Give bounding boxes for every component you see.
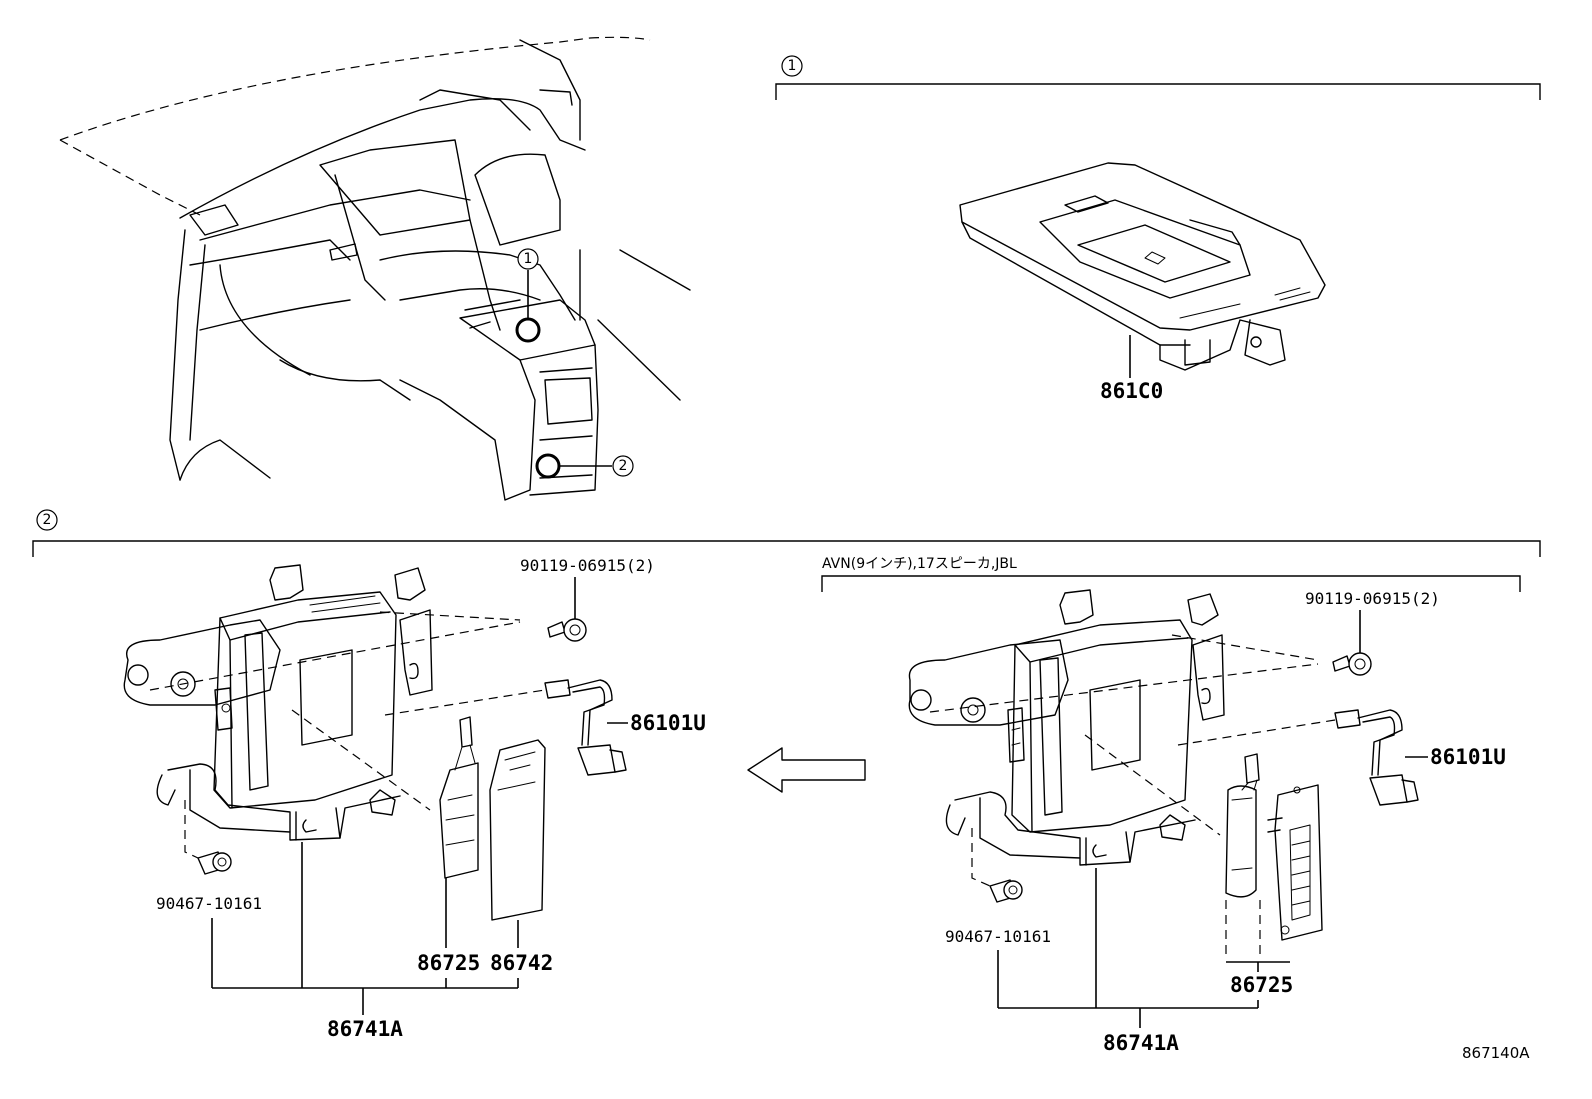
part-label-assy-left: 86741A — [327, 1017, 403, 1041]
right-amplifier-assembly — [908, 589, 1336, 887]
part-label-cover-left: 86742 — [490, 951, 553, 975]
clip-left: 90467-10161 — [156, 851, 262, 913]
assembly-tree-left: 86741A — [211, 842, 519, 1041]
antenna-86725-left: 86725 — [417, 716, 480, 975]
part-label-clip-left: 90467-10161 — [156, 894, 262, 913]
antenna-86725-right: 86725 — [1225, 753, 1323, 997]
part-label-bolt-right: 90119-06915(2) — [1305, 589, 1440, 608]
bolt-left: 90119-06915(2) — [520, 556, 655, 642]
variant-note: AVN(9インチ),17スピーカ,JBL — [822, 556, 1017, 572]
callout-marker-2: 2 — [535, 453, 634, 479]
part-label-861C0: 861C0 — [1100, 379, 1163, 403]
callout-marker-1: 1 — [515, 248, 541, 343]
clip-right: 90467-10161 — [945, 879, 1051, 946]
wire-harness-right: 86101U — [1334, 709, 1506, 806]
wireless-charger-cradle — [959, 162, 1326, 371]
section-2-header: 2 — [32, 509, 1541, 557]
replacement-arrow — [747, 747, 866, 793]
bolt-right: 90119-06915(2) — [1305, 589, 1440, 676]
assembly-tree-right: 86741A — [997, 868, 1259, 1055]
part-label-antenna-left: 86725 — [417, 951, 480, 975]
wire-harness-left: 86101U — [544, 679, 706, 776]
callout-861C0: 861C0 — [1100, 335, 1163, 403]
callout-label-2: 2 — [619, 458, 628, 474]
part-label-bolt-left: 90119-06915(2) — [520, 556, 655, 575]
part-label-clip-right: 90467-10161 — [945, 927, 1051, 946]
figure-id: 867140A — [1462, 1044, 1530, 1062]
interior-overview — [59, 36, 691, 501]
part-label-wire-right: 86101U — [1430, 745, 1506, 769]
left-amplifier-assembly — [123, 564, 546, 859]
section-2-label: 2 — [43, 512, 52, 528]
part-label-assy-right: 86741A — [1103, 1031, 1179, 1055]
section-1-label: 1 — [788, 58, 797, 74]
callout-label-1: 1 — [524, 251, 533, 267]
section-1-header: 1 — [775, 55, 1541, 100]
part-label-antenna-right: 86725 — [1230, 973, 1293, 997]
cover-86742-left: 86742 — [489, 739, 553, 975]
variant-header: AVN(9インチ),17スピーカ,JBL — [821, 556, 1521, 592]
part-label-wire-left: 86101U — [630, 711, 706, 735]
